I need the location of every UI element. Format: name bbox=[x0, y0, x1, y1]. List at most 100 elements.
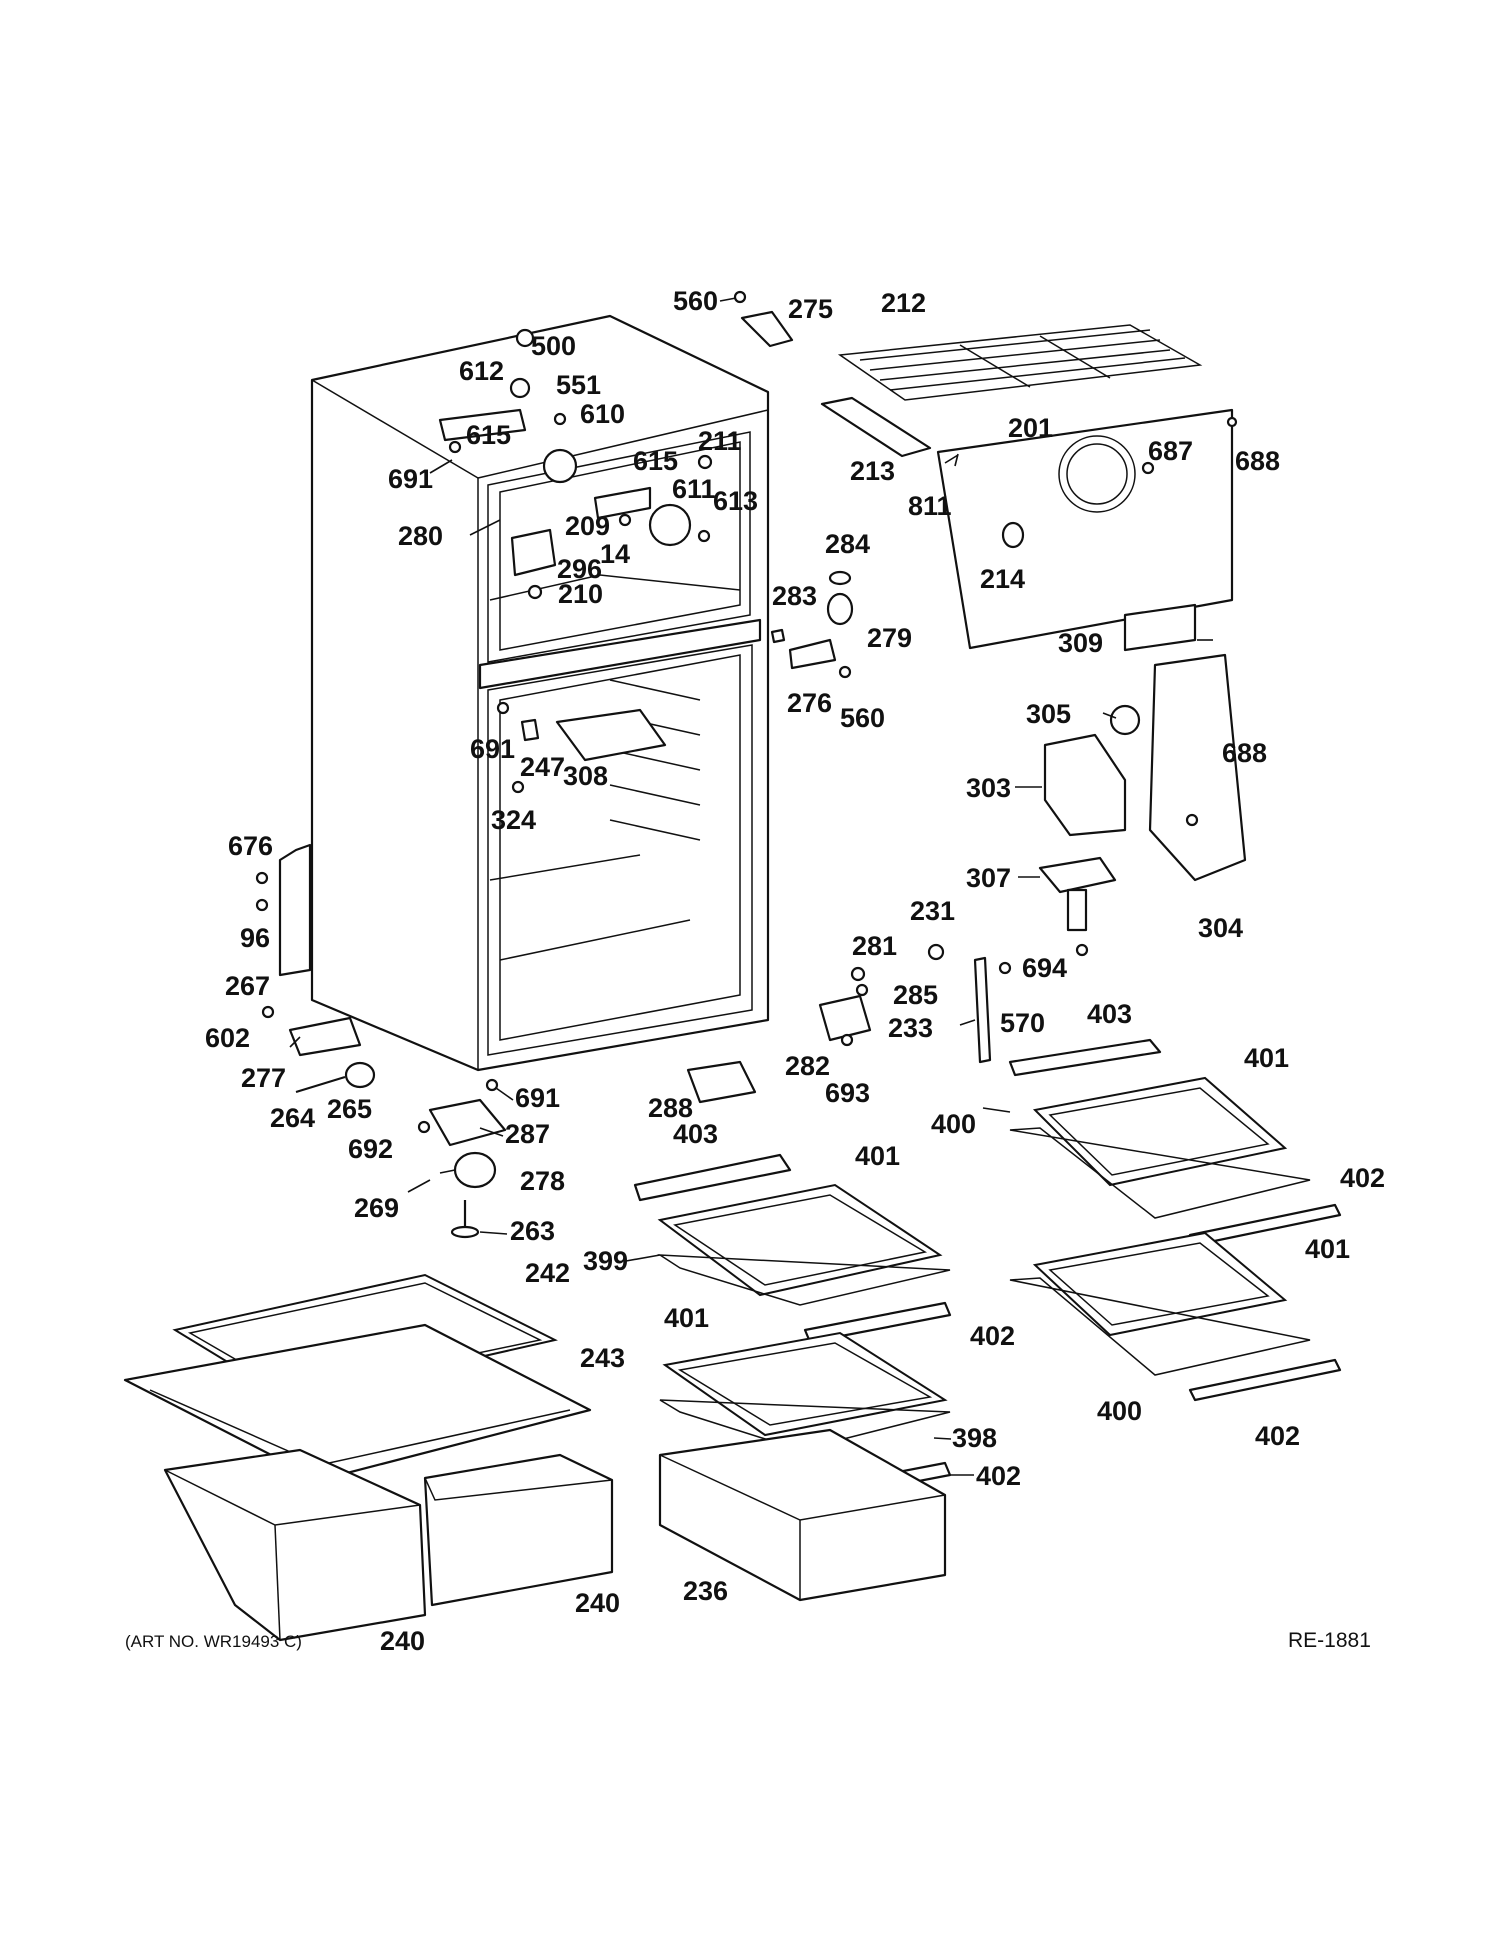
callout-labels: 560 275 212 500 612 551 610 615 691 211 … bbox=[205, 286, 1385, 1656]
callout-214: 214 bbox=[980, 564, 1025, 594]
callout-613: 613 bbox=[713, 486, 758, 516]
glass-shelf-upper-right bbox=[1032, 1076, 1288, 1187]
callout-265: 265 bbox=[327, 1094, 372, 1124]
shelf-trim-right-bottom bbox=[1188, 1358, 1342, 1402]
callout-279: 279 bbox=[867, 623, 912, 653]
callout-240: 240 bbox=[380, 1626, 425, 1656]
roller bbox=[344, 1061, 376, 1089]
control-label bbox=[1123, 603, 1197, 652]
shelf-frame-upper-right bbox=[1009, 1127, 1311, 1219]
callout-401: 401 bbox=[664, 1303, 709, 1333]
callout-269: 269 bbox=[354, 1193, 399, 1223]
callout-610: 610 bbox=[580, 399, 625, 429]
callout-285: 285 bbox=[893, 980, 938, 1010]
refrigerator-cabinet bbox=[310, 314, 770, 1072]
shelf-frame-lower-right bbox=[1009, 1277, 1311, 1376]
light-socket bbox=[826, 570, 854, 626]
damper-control bbox=[1038, 856, 1117, 932]
callout-403: 403 bbox=[673, 1119, 718, 1149]
callout-209: 209 bbox=[565, 511, 610, 541]
callout-231: 231 bbox=[910, 896, 955, 926]
callout-236: 236 bbox=[683, 1576, 728, 1606]
callout-402: 402 bbox=[1340, 1163, 1385, 1193]
wire-freezer-shelf bbox=[837, 324, 1203, 401]
leader-lines bbox=[289, 297, 1213, 1476]
callout-602: 602 bbox=[205, 1023, 250, 1053]
callout-551: 551 bbox=[556, 370, 601, 400]
callout-500: 500 bbox=[531, 331, 576, 361]
callout-280: 280 bbox=[398, 521, 443, 551]
callout-324: 324 bbox=[491, 805, 536, 835]
callout-615: 615 bbox=[633, 446, 678, 476]
control-knob bbox=[1109, 704, 1141, 736]
callout-403: 403 bbox=[1087, 999, 1132, 1029]
callout-275: 275 bbox=[788, 294, 833, 324]
callout-213: 213 bbox=[850, 456, 895, 486]
freezer-back-panel bbox=[936, 408, 1234, 650]
callout-691: 691 bbox=[388, 464, 433, 494]
thermostat bbox=[510, 528, 557, 577]
callout-14: 14 bbox=[600, 539, 630, 569]
callout-401: 401 bbox=[1244, 1043, 1289, 1073]
crisper-drawer-left bbox=[163, 1448, 427, 1642]
light-shield bbox=[555, 708, 667, 762]
front-roller bbox=[453, 1151, 497, 1189]
callout-233: 233 bbox=[888, 1013, 933, 1043]
callout-278: 278 bbox=[520, 1166, 565, 1196]
callout-611: 611 bbox=[672, 474, 716, 504]
callout-96: 96 bbox=[240, 923, 270, 953]
callout-276: 276 bbox=[787, 688, 832, 718]
glass-shelf-lower-right bbox=[1032, 1231, 1288, 1337]
callout-288: 288 bbox=[648, 1093, 693, 1123]
callout-304: 304 bbox=[1198, 913, 1243, 943]
callout-210: 210 bbox=[558, 579, 603, 609]
callout-402: 402 bbox=[970, 1321, 1015, 1351]
callout-692: 692 bbox=[348, 1134, 393, 1164]
callout-676: 676 bbox=[228, 831, 273, 861]
small-screws bbox=[255, 290, 1238, 1134]
leveling-leg bbox=[450, 1200, 480, 1239]
defrost-bracket bbox=[593, 486, 652, 520]
shelf-support-rail bbox=[973, 956, 992, 1064]
callout-402: 402 bbox=[976, 1461, 1021, 1491]
callout-277: 277 bbox=[241, 1063, 286, 1093]
callout-811: 811 bbox=[908, 491, 952, 521]
control-mount bbox=[520, 718, 540, 742]
crisper-drawer-right bbox=[423, 1453, 614, 1607]
callout-401: 401 bbox=[1305, 1234, 1350, 1264]
hinge-center bbox=[686, 1060, 757, 1104]
evaporator-fan-blade bbox=[648, 503, 692, 547]
hinge-top bbox=[740, 310, 794, 348]
callout-307: 307 bbox=[966, 863, 1011, 893]
callout-401: 401 bbox=[855, 1141, 900, 1171]
callout-267: 267 bbox=[225, 971, 270, 1001]
callout-398: 398 bbox=[952, 1423, 997, 1453]
callout-264: 264 bbox=[270, 1103, 315, 1133]
callout-305: 305 bbox=[1026, 699, 1071, 729]
callout-402: 402 bbox=[1255, 1421, 1300, 1451]
shelf-frame-upper-center bbox=[657, 1254, 951, 1306]
callout-688: 688 bbox=[1235, 446, 1280, 476]
callout-242: 242 bbox=[525, 1258, 570, 1288]
callout-693: 693 bbox=[825, 1078, 870, 1108]
shelf-front-trim-upper-center bbox=[633, 1153, 792, 1202]
callout-570: 570 bbox=[1000, 1008, 1045, 1038]
shelf-front-trim-upper-right bbox=[1008, 1038, 1162, 1077]
callout-303: 303 bbox=[966, 773, 1011, 803]
callout-211: 211 bbox=[698, 426, 742, 456]
callout-296: 296 bbox=[557, 554, 602, 584]
callout-243: 243 bbox=[580, 1343, 625, 1373]
callout-263: 263 bbox=[510, 1216, 555, 1246]
glass-shelf-lower-center bbox=[662, 1331, 948, 1437]
roller-bracket bbox=[288, 1016, 362, 1057]
callout-201: 201 bbox=[1008, 413, 1053, 443]
callout-308: 308 bbox=[563, 761, 608, 791]
center-drawer bbox=[658, 1428, 947, 1602]
callout-247: 247 bbox=[520, 752, 565, 782]
callout-283: 283 bbox=[772, 581, 817, 611]
callout-287: 287 bbox=[505, 1119, 550, 1149]
art-number: (ART NO. WR19493 C) bbox=[125, 1632, 302, 1651]
air-duct bbox=[1148, 653, 1247, 882]
callout-400: 400 bbox=[1097, 1396, 1142, 1426]
